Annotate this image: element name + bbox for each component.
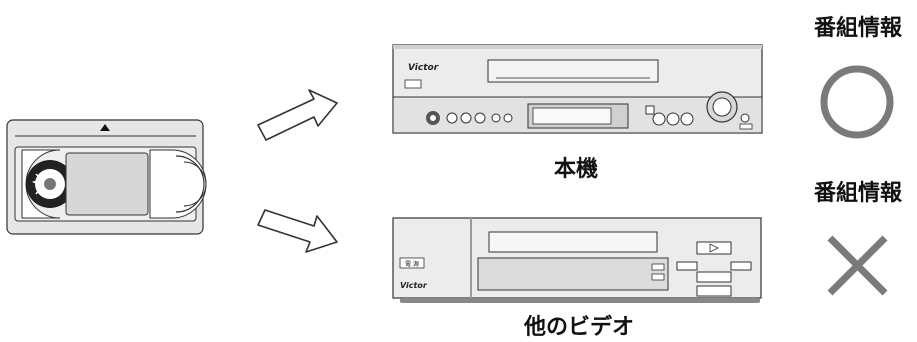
vcr-bottom-power-button: 電 源 — [405, 260, 419, 268]
circle-mark-icon — [820, 65, 894, 139]
this-unit-caption: 本機 — [554, 157, 598, 182]
arrow-up-icon — [100, 124, 110, 131]
vcr-bottom-logo: Victor — [400, 281, 428, 290]
vcr-other-video: 電 源 Victor — [392, 217, 762, 303]
vcr-top-logo: Victor — [408, 63, 439, 73]
arrow-to-other-video-icon — [257, 209, 338, 253]
program-info-label-top: 番組情報 — [813, 15, 903, 41]
vhs-cassette — [6, 119, 207, 235]
arrow-to-this-unit-icon — [257, 89, 338, 141]
vcr-this-unit: Victor — [392, 44, 763, 134]
cross-mark-icon — [827, 235, 888, 296]
other-video-caption: 他のビデオ — [523, 314, 634, 340]
program-info-label-bottom: 番組情報 — [813, 180, 903, 206]
